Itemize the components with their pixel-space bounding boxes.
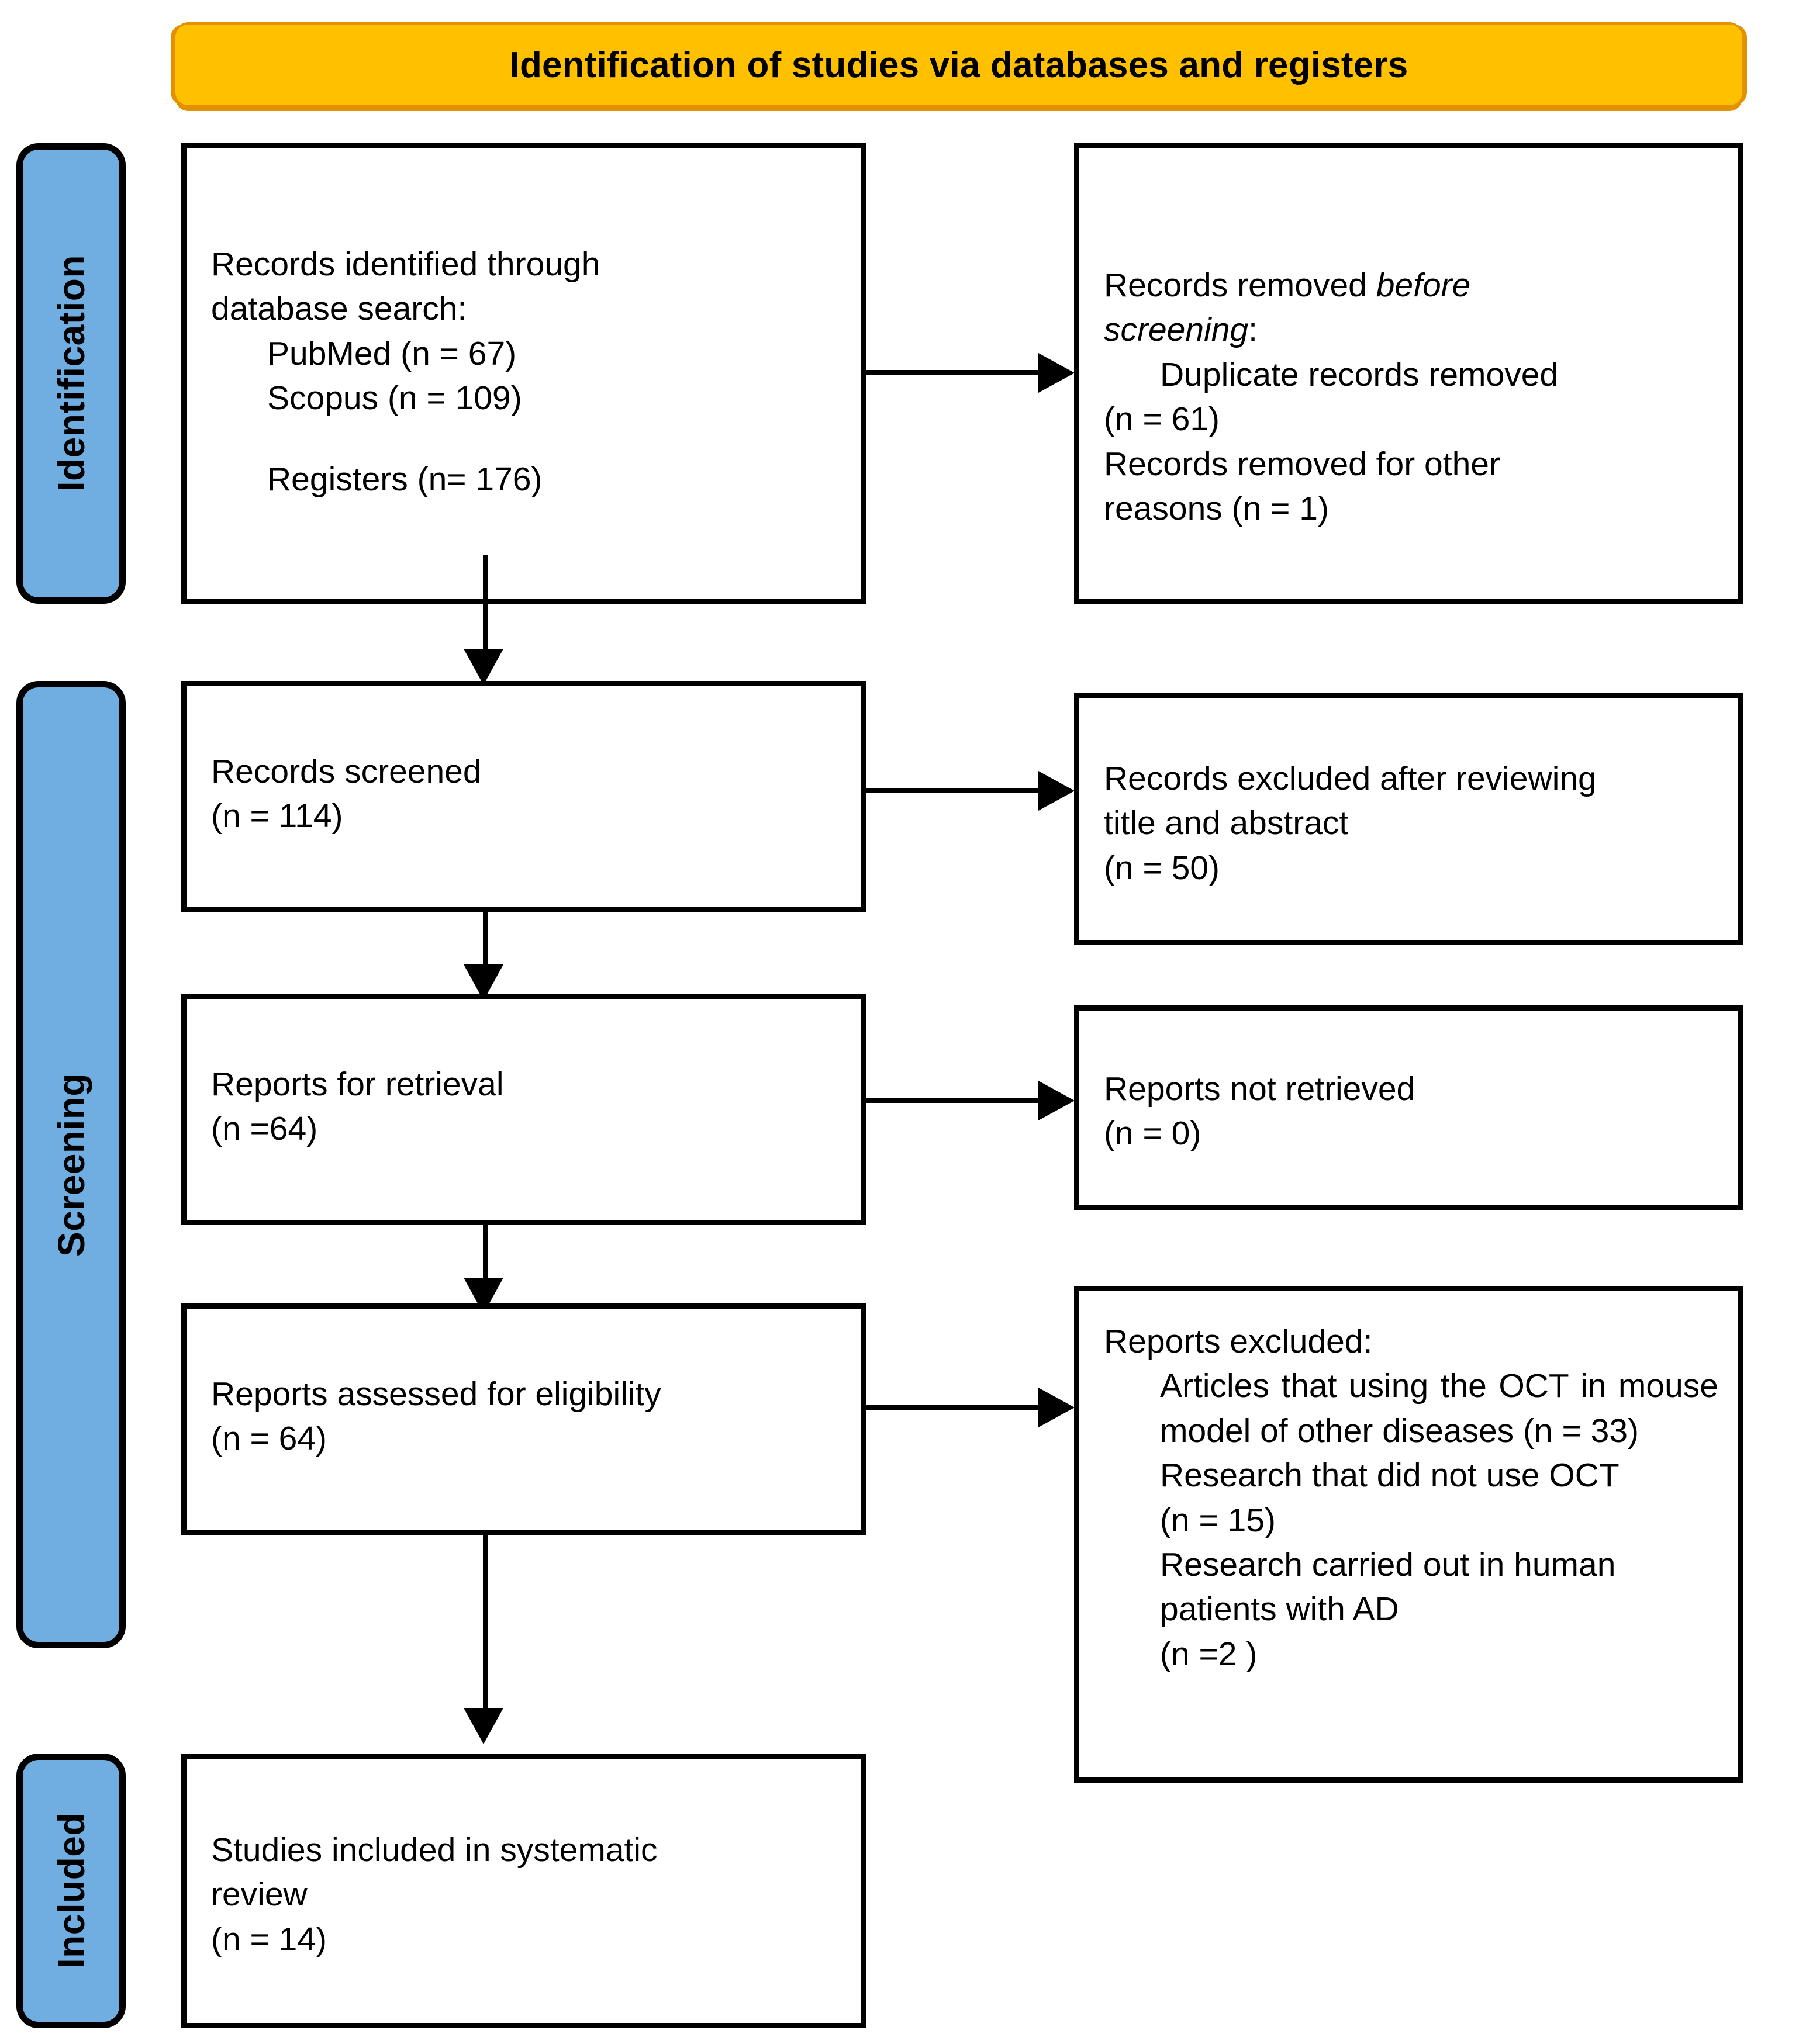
stage-tab-included: Included	[16, 1754, 126, 2028]
box-records-identified: Records identified through database sear…	[181, 143, 866, 604]
records-removed-screening-emphasis: screening	[1104, 311, 1249, 349]
records-removed-line1-text: Records removed	[1104, 267, 1367, 304]
records-identified-pubmed: PubMed (n = 67)	[267, 334, 517, 372]
stage-label-included: Included	[50, 1813, 92, 1969]
arrow-identified-to-screened	[464, 649, 503, 685]
arrow-eligibility-to-reportsexcluded	[1038, 1388, 1075, 1427]
reports-excluded-reason-3: Research carried out in human	[1160, 1545, 1616, 1583]
diagram-title-banner: Identification of studies via databases …	[175, 25, 1742, 105]
reports-retrieval-label: Reports for retrieval	[211, 1066, 504, 1103]
reports-eligibility-count: (n = 64)	[211, 1420, 327, 1458]
records-removed-line1: Records removed before	[1104, 263, 1718, 307]
records-removed-duplicates-count: (n = 61)	[1104, 400, 1220, 438]
box-records-removed-before-screening: Records removed before screening: Duplic…	[1074, 143, 1743, 604]
connector-retrieval-to-notretrieved	[866, 1098, 1042, 1103]
records-identified-line2: database search:	[211, 290, 467, 328]
records-identified-registers: Registers (n= 176)	[267, 460, 543, 498]
connector-screened-to-excluded	[866, 788, 1042, 793]
studies-included-line2: review	[211, 1876, 308, 1914]
studies-included-count: (n = 14)	[211, 1920, 327, 1958]
reports-excluded-reason-1: Articles that using the OCT in mouse mod…	[1160, 1367, 1718, 1450]
records-removed-line2: screening:	[1104, 307, 1718, 352]
reports-retrieval-count: (n =64)	[211, 1110, 318, 1148]
connector-eligibility-to-included	[483, 1535, 488, 1716]
records-identified-line1: Records identified through	[211, 245, 600, 283]
connector-identified-to-screened	[483, 555, 488, 659]
reports-excluded-reason-3-cont: patients with AD	[1160, 1590, 1399, 1628]
stage-tab-identification: Identification	[16, 143, 126, 604]
stage-tab-screening: Screening	[16, 681, 126, 1648]
stage-label-identification: Identification	[50, 255, 92, 492]
records-excluded-line2: title and abstract	[1104, 804, 1349, 842]
box-reports-for-retrieval: Reports for retrieval (n =64)	[181, 994, 866, 1225]
reports-not-retrieved-count: (n = 0)	[1104, 1115, 1201, 1153]
page-title: Identification of studies via databases …	[509, 44, 1408, 85]
records-removed-colon: :	[1248, 311, 1258, 349]
reports-excluded-reason-2-count: (n = 15)	[1160, 1501, 1276, 1539]
reports-excluded-reason-2: Research that did not use OCT	[1160, 1457, 1620, 1495]
connector-identified-to-removed	[866, 370, 1042, 375]
records-removed-duplicates: Duplicate records removed	[1160, 355, 1559, 393]
box-records-excluded-title-abstract: Records excluded after reviewing title a…	[1074, 693, 1743, 945]
stage-label-screening: Screening	[50, 1073, 92, 1257]
box-reports-assessed-eligibility: Reports assessed for eligibility (n = 64…	[181, 1303, 866, 1535]
records-identified-scopus: Scopus (n = 109)	[267, 379, 522, 417]
box-reports-not-retrieved: Reports not retrieved (n = 0)	[1074, 1005, 1743, 1210]
studies-included-line1: Studies included in systematic	[211, 1831, 658, 1869]
box-reports-excluded: Reports excluded: Articles that using th…	[1074, 1286, 1743, 1783]
reports-excluded-reason-3-count: (n =2 )	[1160, 1635, 1258, 1673]
reports-eligibility-label: Reports assessed for eligibility	[211, 1375, 661, 1413]
box-studies-included: Studies included in systematic review (n…	[181, 1754, 866, 2028]
arrow-retrieval-to-notretrieved	[1038, 1081, 1075, 1120]
spacer	[211, 421, 841, 457]
connector-retrieval-to-eligibility	[483, 1225, 488, 1289]
records-excluded-line1: Records excluded after reviewing	[1104, 760, 1597, 797]
reports-excluded-title: Reports excluded:	[1104, 1323, 1373, 1360]
arrow-screened-to-excluded	[1038, 771, 1075, 811]
arrow-eligibility-to-included	[464, 1708, 503, 1744]
records-excluded-count: (n = 50)	[1104, 849, 1220, 887]
reports-not-retrieved-label: Reports not retrieved	[1104, 1070, 1415, 1108]
records-removed-before-emphasis: before	[1376, 267, 1471, 304]
arrow-identified-to-removed	[1038, 353, 1075, 393]
records-removed-other: Records removed for other	[1104, 445, 1500, 483]
records-screened-count: (n = 114)	[211, 797, 343, 835]
records-screened-label: Records screened	[211, 753, 482, 790]
connector-screened-to-retrieval	[483, 912, 488, 977]
box-records-screened: Records screened (n = 114)	[181, 681, 866, 912]
records-removed-other-count: reasons (n = 1)	[1104, 489, 1329, 527]
connector-eligibility-to-reportsexcluded	[866, 1405, 1042, 1410]
